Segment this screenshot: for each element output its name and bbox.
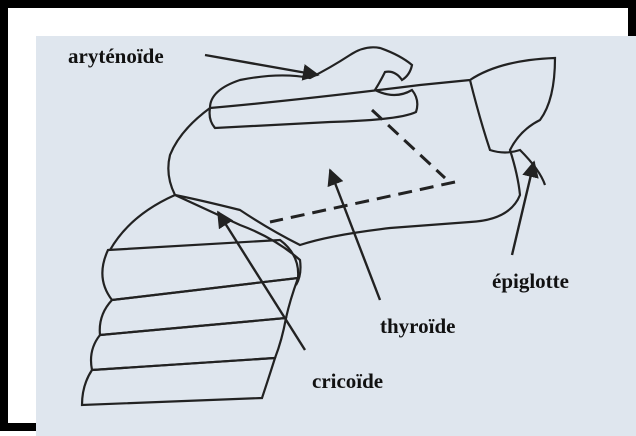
dashed-lines xyxy=(270,110,455,222)
arrow-arytenoide xyxy=(205,55,318,75)
epiglottis xyxy=(470,80,545,185)
label-cricoide: cricoïde xyxy=(312,369,383,393)
dashed-line-oblique xyxy=(372,110,445,178)
leader-arrows xyxy=(205,55,534,350)
tracheal-ring-3 xyxy=(91,318,286,370)
label-epiglotte: épiglotte xyxy=(492,269,569,293)
label-thyroide: thyroïde xyxy=(380,314,455,338)
cricoid-cartilage xyxy=(110,195,301,285)
trachea xyxy=(82,240,298,405)
tracheal-ring-4 xyxy=(82,358,275,405)
arytenoid-cartilage xyxy=(210,47,418,128)
dashed-line-lower xyxy=(270,182,455,222)
label-arytenoide: aryténoïde xyxy=(68,44,164,68)
arrow-epiglotte xyxy=(512,162,534,255)
arrow-cricoide xyxy=(218,212,305,350)
